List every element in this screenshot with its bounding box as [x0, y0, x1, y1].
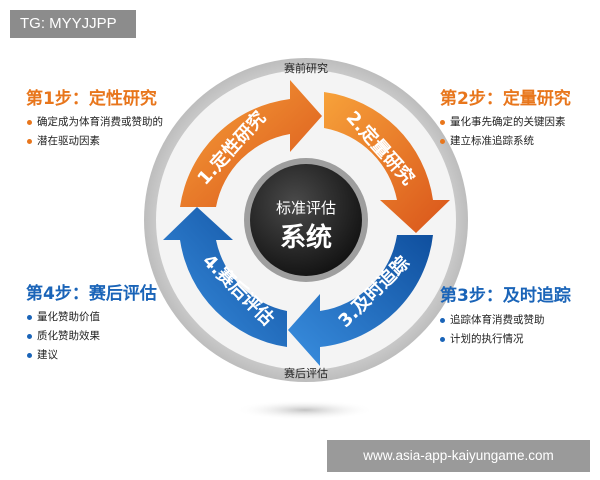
step-4-title: 第4步：赛后评估 — [26, 284, 157, 304]
step-2-bullet: 量化事先确定的关键因素 — [440, 113, 566, 132]
step-1-title: 第1步：定性研究 — [26, 89, 157, 109]
center-line-1: 标准评估 — [276, 199, 336, 217]
site-watermark: www.asia-app-kaiyungame.com — [327, 440, 590, 472]
step-2-bullets: 量化事先确定的关键因素 建立标准追踪系统 — [440, 113, 566, 151]
step-2-title: 第2步：定量研究 — [440, 89, 571, 109]
step-4-bullets: 量化赞助价值 质化赞助效果 建议 — [27, 308, 100, 365]
step-1-bullet: 确定成为体育消费或赞助的 — [27, 113, 163, 132]
step-4-bullet: 质化赞助效果 — [27, 327, 100, 346]
arrow-step-1 — [180, 80, 322, 207]
step-1-bullet: 潜在驱动因素 — [27, 132, 163, 151]
center-line-2: 系统 — [280, 222, 332, 253]
step-3-bullet: 计划的执行情况 — [440, 330, 545, 349]
arrow-step-3 — [288, 235, 433, 366]
center-disc — [250, 164, 362, 276]
tg-tag: TG: MYYJJPP — [10, 10, 136, 38]
step-1-bullets: 确定成为体育消费或赞助的 潜在驱动因素 — [27, 113, 163, 151]
step-4-bullet: 量化赞助价值 — [27, 308, 100, 327]
arrow-step-4 — [163, 207, 287, 347]
step-3-bullets: 追踪体育消费或赞助 计划的执行情况 — [440, 311, 545, 349]
top-ring-label: 赛前研究 — [284, 61, 328, 75]
bottom-ring-label: 赛后评估 — [284, 366, 328, 380]
floor-shadow — [235, 400, 375, 420]
step-4-bullet: 建议 — [27, 346, 100, 365]
step-3-bullet: 追踪体育消费或赞助 — [440, 311, 545, 330]
step-2-bullet: 建立标准追踪系统 — [440, 132, 566, 151]
step-3-title: 第3步：及时追踪 — [440, 286, 571, 306]
arrow-step-2 — [324, 92, 450, 233]
